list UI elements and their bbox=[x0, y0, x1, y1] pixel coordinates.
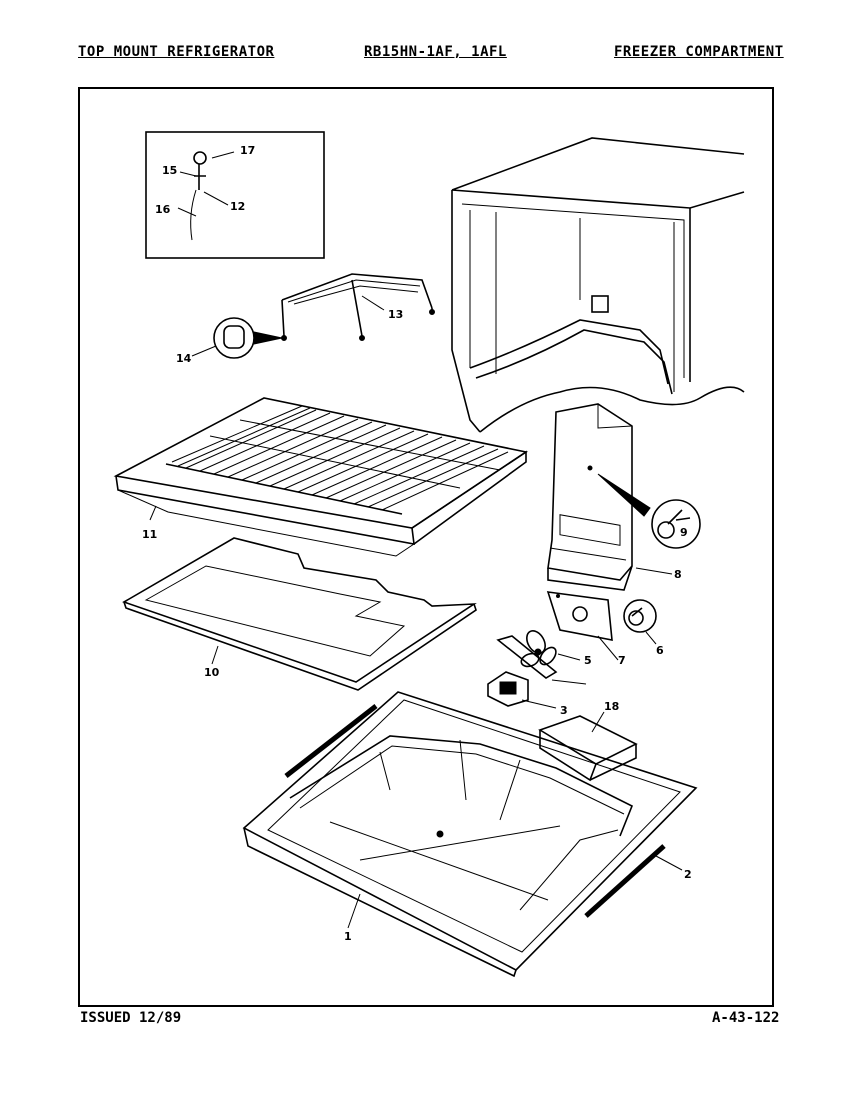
callout-3: 3 bbox=[560, 704, 568, 717]
callout-15: 15 bbox=[162, 164, 177, 177]
callout-7: 7 bbox=[618, 654, 626, 667]
air-duct-part-8 bbox=[547, 403, 673, 591]
header-section-name: FREEZER COMPARTMENT bbox=[614, 44, 784, 60]
callout-16: 16 bbox=[155, 203, 171, 216]
callout-14: 14 bbox=[176, 352, 192, 365]
callout-5: 5 bbox=[584, 654, 592, 667]
callout-2: 2 bbox=[684, 868, 692, 881]
diagram-frame bbox=[78, 87, 774, 1007]
callout-6: 6 bbox=[656, 644, 664, 657]
shelf-clip-part-13 bbox=[281, 273, 435, 341]
freezer-cabinet bbox=[451, 137, 745, 433]
callout-1: 1 bbox=[344, 930, 352, 943]
footer-diagram-code: A-43-122 bbox=[712, 1010, 780, 1026]
shelf-panel-part-10 bbox=[122, 537, 477, 691]
grommet-part-6 bbox=[623, 599, 657, 645]
callout-10: 10 bbox=[204, 666, 220, 679]
fan-motor-part-3 bbox=[487, 635, 587, 709]
callout-18: 18 bbox=[604, 700, 619, 713]
fan-blade-part-5 bbox=[520, 630, 581, 668]
callout-12: 12 bbox=[230, 200, 245, 213]
screw-part-9 bbox=[651, 499, 701, 549]
callout-9: 9 bbox=[680, 526, 688, 539]
freezer-floor-part-1 bbox=[242, 691, 698, 978]
bumper-part-14 bbox=[191, 317, 283, 359]
fan-bracket-part-7 bbox=[546, 591, 619, 661]
callout-11: 11 bbox=[142, 528, 157, 541]
damper-cover-part-18 bbox=[538, 711, 638, 782]
callout-13: 13 bbox=[388, 308, 403, 321]
light-socket-inset bbox=[145, 131, 325, 259]
callout-17: 17 bbox=[240, 144, 255, 157]
callout-8: 8 bbox=[674, 568, 682, 581]
header-model-number: RB15HN-1AF, 1AFL bbox=[364, 44, 507, 60]
gasket-part-2 bbox=[284, 704, 683, 918]
footer-issue-date: ISSUED 12/89 bbox=[80, 1010, 182, 1026]
header-model-type: TOP MOUNT REFRIGERATOR bbox=[78, 44, 275, 60]
freezer-shelf-part-11 bbox=[113, 397, 529, 557]
